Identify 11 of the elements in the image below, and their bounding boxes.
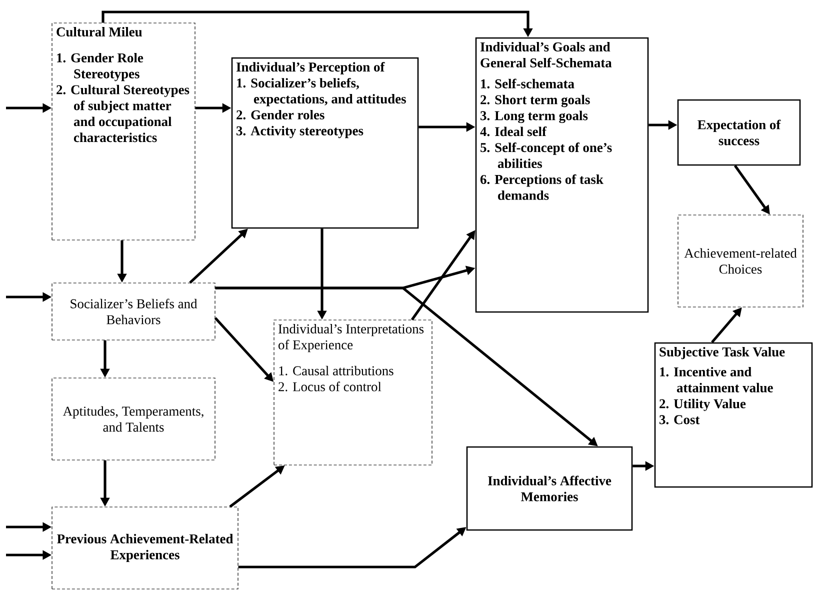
- concept-box: Achievement-related Choices: [678, 214, 804, 308]
- concept-box: Individual’s Goals and General Self-Schemata 1. Self-schemata 2. Short term goals 3. Long term goals 4. Ideal self 5. Self-concept of one’s abilities 6. Perceptions of task demands: [475, 37, 649, 313]
- concept-box: Subjective Task Value 1. Incentive and attainment value 2. Utility Value 3. Cost: [654, 342, 813, 488]
- concept-box: Aptitudes, Temperaments, and Talents: [52, 378, 216, 460]
- concept-box: Previous Achievement-Related Experiences: [52, 506, 238, 590]
- concept-box: Individual’s Interpretations of Experience 1. Causal attributions 2. Locus of control: [274, 320, 432, 466]
- concept-box: Individual’s Affective Memories: [466, 446, 633, 531]
- concept-box: Individual’s Perception of 1. Socializer’s beliefs, expectations, and attitudes 2. Gender roles 3. Activity stereotypes: [231, 57, 419, 229]
- concept-box: Expectation of success: [677, 99, 801, 166]
- concept-box: Cultural Mileu 1. Gender Role Stereotypes 2. Cultural Stereotypes of subject matter and occupational characteristics: [52, 22, 196, 240]
- concept-box: Socializer’s Beliefs and Behaviors: [52, 282, 216, 340]
